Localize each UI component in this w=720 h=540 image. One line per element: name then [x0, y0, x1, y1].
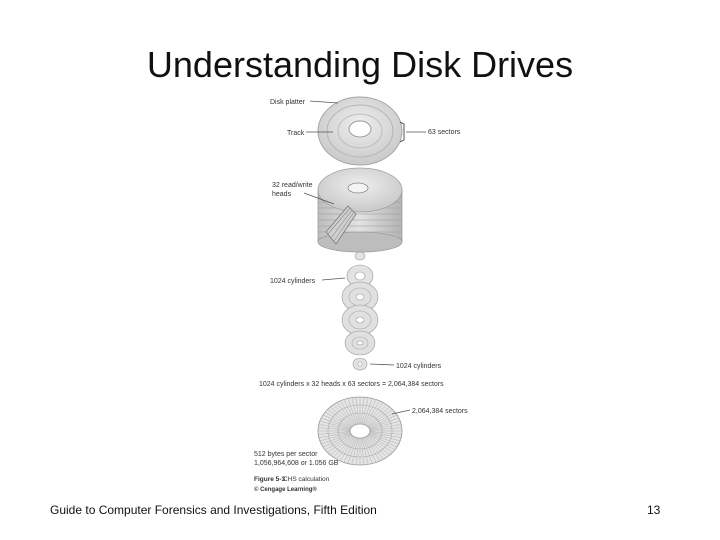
sector-divider — [322, 414, 352, 428]
sector-divider — [364, 437, 381, 462]
total-bytes-label: 1,056,964,608 or 1.056 GB — [254, 460, 339, 467]
sector-divider — [343, 399, 357, 425]
sector-divider — [319, 420, 351, 430]
sector-divider — [364, 400, 381, 425]
sector-divider — [369, 427, 402, 431]
sector-divider — [369, 433, 399, 445]
sector-divider — [368, 411, 396, 428]
sector-divider — [368, 414, 398, 428]
sector-divider — [366, 435, 390, 456]
sector-divider — [368, 434, 396, 451]
sector-divider — [360, 397, 365, 425]
sector-divider — [318, 431, 351, 435]
sector-divider — [339, 400, 356, 425]
sector-divider — [369, 432, 402, 438]
platter-stack-diagram — [317, 167, 403, 253]
sector-divider — [318, 424, 351, 430]
sector-divider — [369, 432, 401, 442]
cylinders-right-label: 1024 cylinders — [396, 363, 442, 370]
sector-divider — [369, 424, 402, 430]
sector-divider — [355, 397, 360, 425]
figure-caption: CHS calculation — [283, 476, 330, 483]
sector-divider — [339, 437, 356, 462]
sector-divider — [362, 437, 373, 464]
sector-divider — [366, 404, 387, 426]
sector-divider — [368, 434, 398, 448]
sector-divider — [324, 411, 352, 428]
sector-divider — [318, 427, 351, 431]
track-label: Track — [287, 130, 305, 137]
sector-divider — [319, 432, 351, 442]
sectors-total-label: 2,064,384 sectors — [412, 408, 468, 415]
sector-divider — [360, 437, 365, 465]
sector-divider — [369, 417, 399, 429]
sector-platter-diagram — [317, 396, 403, 466]
sector-divider — [369, 431, 402, 435]
sector-divider — [333, 404, 354, 426]
sector-divider — [361, 397, 369, 425]
sector-divider — [343, 437, 357, 463]
sector-divider — [365, 436, 384, 460]
sector-divider — [351, 437, 359, 465]
heads-label-line2: heads — [272, 191, 292, 198]
sector-divider — [366, 436, 387, 458]
sector-divider — [355, 437, 360, 465]
sector-divider — [365, 402, 384, 426]
sector-divider — [330, 406, 354, 427]
sector-divider — [367, 435, 393, 453]
cylinders-left-label: 1024 cylinders — [270, 278, 316, 285]
figure-number: Figure 5-3 — [254, 476, 285, 483]
page-number: 13 — [647, 503, 661, 517]
sectors-63-label: 63 sectors — [428, 129, 461, 136]
sector-divider — [327, 435, 353, 453]
sector-divider — [330, 435, 354, 456]
sector-divider — [347, 437, 358, 464]
sector-divider — [367, 409, 393, 427]
footer-book-title: Guide to Computer Forensics and Investig… — [50, 503, 377, 517]
figure-credit: © Cengage Learning® — [254, 486, 317, 493]
sector-divider — [361, 437, 369, 465]
sector-divider — [363, 399, 377, 425]
heads-label-line1: 32 read/write — [272, 182, 313, 189]
sector-divider — [369, 420, 401, 430]
sector-divider — [324, 434, 352, 451]
sector-divider — [336, 402, 355, 426]
disk-platter-label: Disk platter — [270, 99, 306, 106]
bytes-per-sector-label: 512 bytes per sector — [254, 451, 318, 458]
sector-divider — [318, 432, 351, 438]
sector-divider — [333, 436, 354, 458]
sector-divider — [351, 397, 359, 425]
cylinders-diagram — [341, 251, 379, 371]
sector-divider — [327, 409, 353, 427]
sector-divider — [322, 434, 352, 448]
sector-divider — [363, 437, 377, 463]
sector-divider — [366, 406, 390, 427]
sector-divider — [321, 433, 351, 445]
disk-platter-diagram — [317, 96, 405, 166]
sector-divider — [362, 398, 373, 425]
sector-divider — [321, 417, 351, 429]
sector-divider — [347, 398, 358, 425]
sector-divider — [336, 436, 355, 460]
slide-title: Understanding Disk Drives — [146, 44, 574, 85]
chs-equation: 1024 cylinders x 32 heads x 63 sectors =… — [259, 381, 444, 388]
